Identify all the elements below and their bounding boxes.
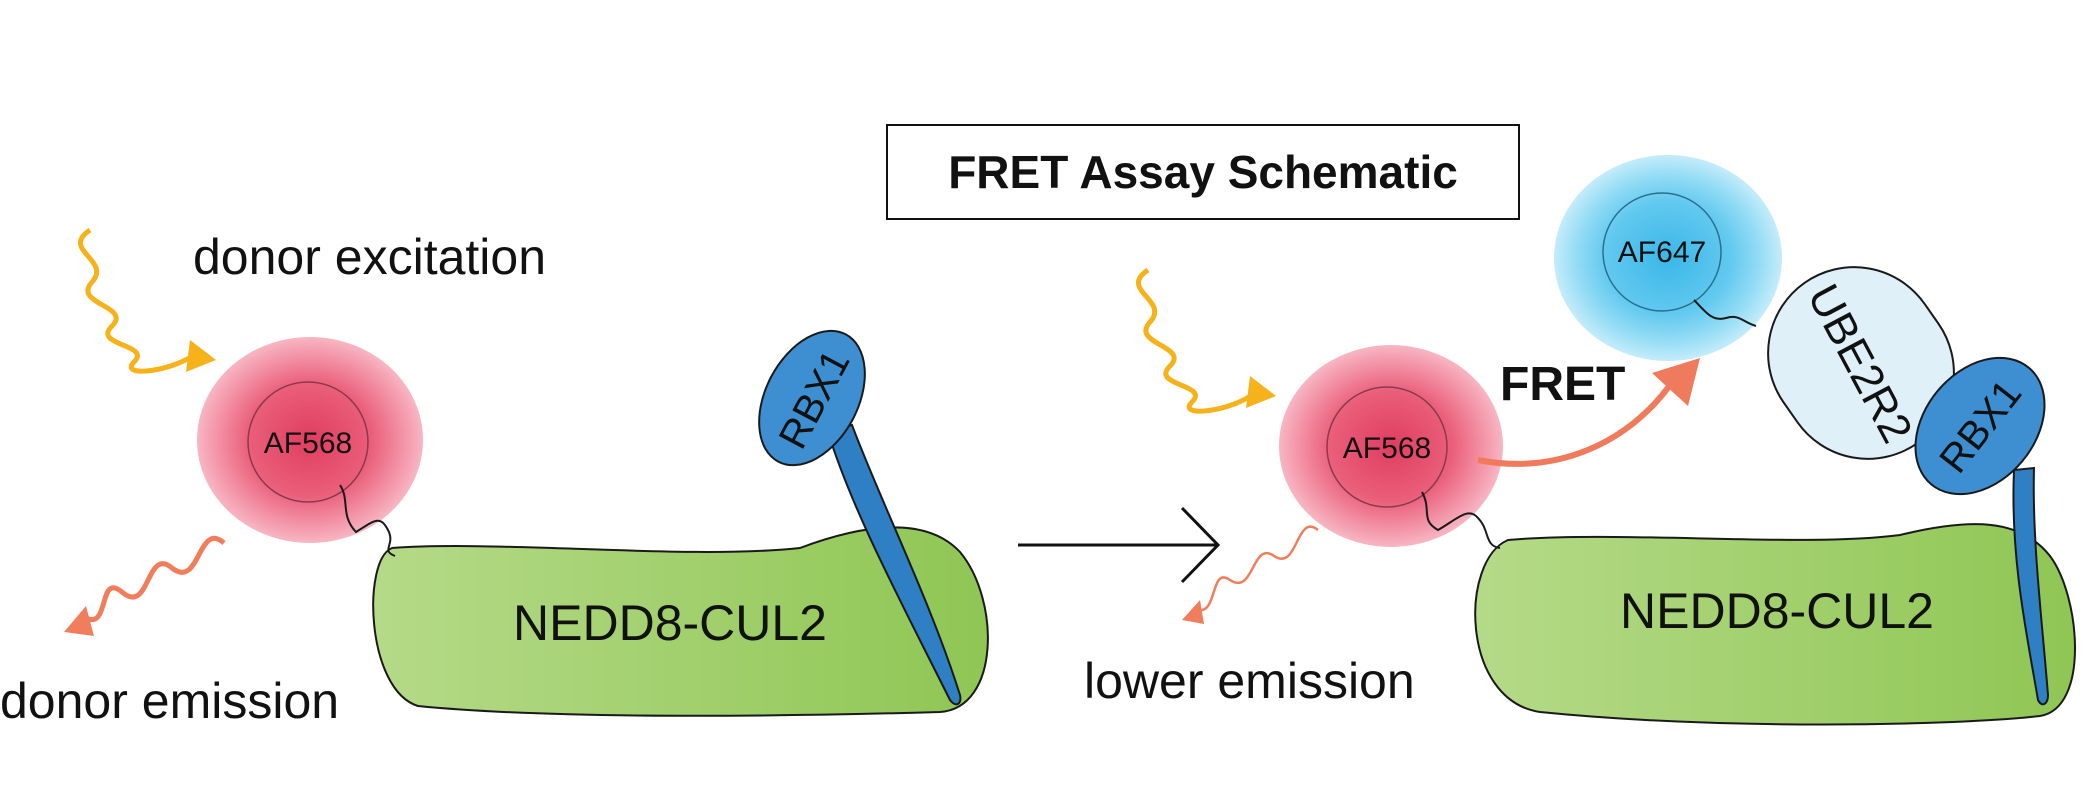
left-excitation-arrowhead [186,340,216,372]
right-emission-arrowhead [1182,600,1204,624]
right-fret-arrow [1477,383,1673,467]
right-excitation-arrowhead [1246,376,1276,408]
right-panel: NEDD8-CUL2 UBE2R2 RBX1 AF647 AF568 FRET … [1084,155,2076,726]
left-emission-wave [84,535,226,623]
right-cullin-shape [1474,523,2076,726]
right-emission-label: lower emission [1084,653,1415,709]
right-rbx-stalk [2012,466,2050,706]
right-donor-label: AF568 [1343,432,1431,465]
right-donor-linker [1421,491,1501,549]
left-panel: NEDD8-CUL2 RBX1 AF568 donor excitation d… [0,227,989,729]
left-emission-label: donor emission [0,673,339,729]
right-acceptor-linker [1693,299,1757,327]
right-acceptor-label: AF647 [1618,236,1706,269]
left-cullin-label: NEDD8-CUL2 [513,595,827,651]
left-linker [339,484,396,557]
title-box: FRET Assay Schematic [886,124,1520,220]
right-excitation-wave [1136,267,1258,414]
right-emission-wave [1197,525,1319,612]
page-title: FRET Assay Schematic [948,146,1458,198]
left-rbx-stalk [826,423,962,706]
right-rbx-head [1914,356,2046,496]
right-fret-arrowhead [1652,358,1700,406]
right-donor-core [1326,386,1448,508]
left-donor-label: AF568 [264,427,352,460]
right-fret-label: FRET [1500,358,1625,411]
right-acceptor-glow [1554,155,1782,361]
right-cullin-label: NEDD8-CUL2 [1620,583,1934,639]
right-donor-glow [1279,345,1503,547]
left-donor-core [247,381,369,503]
right-acceptor-core [1602,192,1722,312]
left-rbx-head [758,329,866,467]
left-excitation-wave [78,227,200,374]
transition-arrow [1018,506,1221,584]
left-cullin-shape [372,526,989,717]
left-excitation-label: donor excitation [193,229,546,285]
left-donor-glow [197,337,423,543]
left-emission-arrowhead [64,606,94,636]
transition-arrow-head [1180,506,1221,584]
